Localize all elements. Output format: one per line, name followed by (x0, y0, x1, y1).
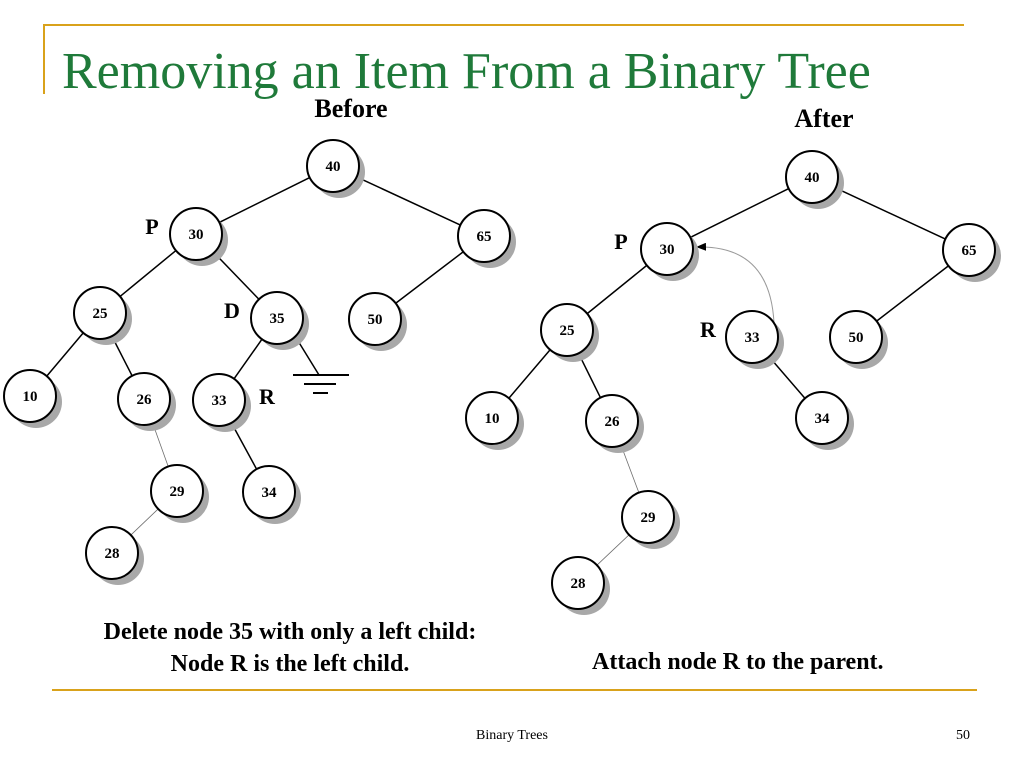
after-node-29: 29 (621, 490, 680, 549)
after-node-25: 25 (540, 303, 599, 362)
footer-title: Binary Trees (476, 728, 548, 743)
node-value: 65 (962, 243, 977, 259)
after-edge-n25-n26 (577, 352, 602, 399)
after-tree: 40 30 P 65 25 33 R 50 10 26 34 29 28 (465, 150, 1001, 615)
caption-right: Attach node R to the parent. (592, 649, 884, 675)
node-tag-R: R (259, 384, 276, 409)
node-tag-R: R (700, 317, 717, 342)
node-tag-P: P (614, 229, 627, 254)
before-edge-n40-n65 (356, 176, 461, 226)
node-value: 50 (368, 312, 383, 328)
after-node-65: 65 (942, 223, 1001, 282)
node-value: 28 (571, 576, 586, 592)
node-value: 40 (805, 170, 820, 186)
after-node-40: 40 (785, 150, 844, 209)
before-node-34: 34 (242, 465, 301, 524)
node-value: 35 (270, 311, 285, 327)
before-thin-edge-n26-n29 (152, 423, 169, 467)
node-value: 50 (849, 330, 864, 346)
before-edge-n30-n35 (213, 252, 260, 300)
node-value: 65 (477, 229, 492, 245)
after-thin-edge-n29-n28 (596, 534, 630, 566)
slide-title: Removing an Item From a Binary Tree (62, 43, 871, 100)
before-node-28: 28 (85, 526, 144, 585)
node-value: 34 (262, 485, 278, 501)
before-edge-n65-n50 (395, 251, 464, 304)
after-node-34: 34 (795, 391, 854, 450)
after-edge-n40-n65 (835, 187, 946, 240)
left-rule (43, 24, 45, 94)
caption-left-line-2: Node R is the left child. (170, 651, 410, 677)
before-edge-n25-n10 (46, 332, 84, 377)
node-value: 33 (212, 393, 227, 409)
bottom-rule (52, 689, 977, 691)
before-edge-n30-n25 (119, 249, 177, 298)
after-edge-n40-n30 (689, 187, 790, 239)
after-edge-n33-n34 (768, 356, 806, 399)
before-edge-n35-n33 (233, 338, 263, 380)
attach-arrow (696, 242, 775, 324)
before-node-50: 50 (348, 292, 407, 351)
before-edge-n40-n30 (218, 176, 311, 224)
after-heading: After (794, 104, 853, 133)
before-tree: 40 30 P 65 25 35 D 50 10 26 33 R 29 34 28 (3, 139, 516, 585)
before-node-25: 25 (73, 286, 132, 345)
after-edge-n25-n10 (508, 349, 551, 399)
before-node-40: 40 (306, 139, 365, 198)
node-tag-D: D (224, 298, 240, 323)
caption-left: Delete node 35 with only a left child: N… (30, 616, 550, 680)
after-node-10: 10 (465, 391, 524, 450)
top-rule (43, 24, 964, 26)
caption-left-line-1: Delete node 35 with only a left child: (103, 619, 477, 645)
after-node-33: 33 (725, 310, 784, 369)
node-value: 26 (137, 392, 153, 408)
before-node-35: 35 (250, 291, 309, 350)
node-value: 25 (93, 306, 108, 322)
after-node-50: 50 (829, 310, 888, 369)
node-value: 26 (605, 414, 621, 430)
after-edge-n30-n25 (586, 264, 648, 315)
node-value: 30 (660, 242, 675, 258)
before-thin-edge-n29-n28 (130, 508, 159, 536)
node-value: 29 (641, 510, 656, 526)
null-ground-icon (293, 335, 349, 394)
node-value: 28 (105, 546, 120, 562)
after-node-30: 30 (640, 222, 699, 281)
before-edge-n33-n34 (230, 422, 258, 470)
node-value: 10 (485, 411, 500, 427)
after-edge-n65-n50 (876, 265, 949, 322)
before-node-33: 33 (192, 373, 251, 432)
before-node-30: 30 (169, 207, 228, 266)
before-node-26: 26 (117, 372, 176, 431)
after-thin-edge-n26-n29 (620, 445, 640, 493)
before-node-29: 29 (150, 464, 209, 523)
before-node-65: 65 (457, 209, 516, 268)
node-value: 25 (560, 323, 575, 339)
node-tag-P: P (145, 214, 158, 239)
node-value: 10 (23, 389, 38, 405)
after-node-28: 28 (551, 556, 610, 615)
node-value: 33 (745, 330, 760, 346)
node-value: 40 (326, 159, 341, 175)
node-value: 30 (189, 227, 204, 243)
node-value: 29 (170, 484, 185, 500)
node-value: 34 (815, 411, 831, 427)
page-number: 50 (956, 728, 970, 743)
after-node-26: 26 (585, 394, 644, 453)
before-heading: Before (314, 94, 387, 123)
before-node-10: 10 (3, 369, 62, 428)
